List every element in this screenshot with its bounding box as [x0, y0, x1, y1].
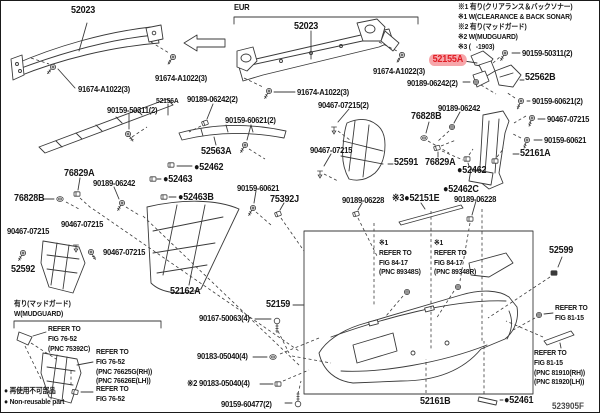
- bumper-cover-52159-drawing[interactable]: [318, 252, 518, 384]
- part-label-52599[interactable]: 52599: [549, 245, 574, 256]
- part-label-90183-05040-4[interactable]: 90183-05040(4): [197, 351, 248, 361]
- part-label-90467-07215-2[interactable]: 90467-07215(2): [318, 100, 369, 110]
- part-label-75392J[interactable]: 75392J: [270, 194, 299, 205]
- part-label-90159-60621-2-right[interactable]: 90159-60621(2): [532, 96, 583, 106]
- note-refer-fig76-52-c: REFER TO FIG 76-52: [96, 384, 129, 403]
- part-label-90189-06228-right[interactable]: 90189-06228: [454, 194, 497, 204]
- part-label-90189-06242-right[interactable]: 90189-06242: [438, 103, 481, 113]
- strip-parts-drawing[interactable]: [477, 330, 575, 406]
- part-label-90467-07215-mid[interactable]: 90467-07215: [310, 145, 353, 155]
- frames: [13, 16, 534, 395]
- part-label-52562B[interactable]: 52562B: [525, 72, 556, 83]
- part-label-91674-d[interactable]: 91674-A1022(3): [373, 66, 425, 76]
- part-label-91674-a[interactable]: 91674-A1022(3): [155, 73, 207, 83]
- legend-nonreusable-jp: ● 再使用不可部品: [4, 386, 56, 395]
- note-refer-fig76-52-a: REFER TO FIG 76-52 (PNC 75392C): [48, 324, 91, 353]
- legend-line-3: ※2 有り(マッドガード): [458, 22, 527, 31]
- part-label-90159-50311-right[interactable]: 90159-50311(2): [522, 48, 573, 58]
- part-label-52463B[interactable]: ●52463B: [178, 192, 214, 203]
- note-refer-fig84-17-s: ※1 REFER TO FIG 84-17 (PNC 89348S): [379, 238, 421, 277]
- mudguard-box-part-drawing[interactable]: [16, 331, 82, 404]
- moulding-52151E-drawing[interactable]: [398, 204, 464, 226]
- legend-line-5: ※3 ( -1903): [458, 42, 495, 51]
- legend-nonreusable-en: ● Non-reusable part: [4, 397, 65, 406]
- part-label-52162A[interactable]: 52162A: [170, 286, 201, 297]
- part-label-90467-07215-a[interactable]: 90467-07215: [61, 219, 104, 229]
- part-label-90189-06242-2-left[interactable]: 90189-06242(2): [187, 94, 238, 104]
- part-label-90467-07215-c[interactable]: 90467-07215: [103, 247, 146, 257]
- side-panel-52162A-drawing[interactable]: [146, 200, 240, 294]
- mudguard-title-jp: 有り(マッドガード): [14, 299, 71, 308]
- part-label-90159-60621-2-left[interactable]: 90159-60621(2): [225, 115, 276, 125]
- part-label-90159-60477[interactable]: 90159-60477(2): [221, 399, 272, 409]
- part-label-91674-c[interactable]: 91674-A1022(3): [297, 87, 349, 97]
- mudguard-52592-drawing[interactable]: [40, 240, 86, 294]
- solid-leader-lines: [32, 22, 563, 404]
- part-label-90189-06228-left[interactable]: 90189-06228: [342, 195, 385, 205]
- part-label-52591[interactable]: 52591: [394, 157, 419, 168]
- eur-variant-tag: EUR: [234, 2, 250, 12]
- part-label-52161A[interactable]: 52161A: [520, 148, 551, 159]
- part-label-52463[interactable]: ●52463: [163, 174, 193, 185]
- part-label-90159-60621-right[interactable]: 90159-60621: [544, 135, 587, 145]
- retainer-52156A-drawing[interactable]: [38, 98, 174, 154]
- part-label-76828B-left[interactable]: 76828B: [14, 193, 45, 204]
- part-label-52462-right[interactable]: ●52462: [457, 165, 487, 176]
- legend-line-4: ※2 W(MUDGUARD): [458, 32, 518, 41]
- part-label-76829A-right[interactable]: 76829A: [425, 157, 456, 168]
- dashed-leader-lines: [24, 41, 551, 395]
- part-label-52462C[interactable]: ●52462C: [443, 184, 479, 195]
- part-label-52161B[interactable]: 52161B: [420, 396, 451, 407]
- part-label-52462-left[interactable]: ●52462: [194, 162, 224, 173]
- bracket-52562B-drawing[interactable]: [494, 64, 522, 88]
- part-label-90183-05040-note2[interactable]: ※2 90183-05040(4): [187, 378, 250, 388]
- part-label-52155A-highlighted[interactable]: 52155A: [429, 54, 467, 67]
- diagram-code: 523905F: [552, 401, 584, 411]
- part-label-52592[interactable]: 52592: [11, 264, 36, 275]
- bracket-52161A-drawing[interactable]: [468, 110, 510, 190]
- part-label-90167-50063[interactable]: 90167-50063(4): [199, 313, 250, 323]
- part-label-90189-06242-2-right[interactable]: 90189-06242(2): [407, 78, 458, 88]
- mudguard-title-en: W(MUDGUARD): [14, 309, 64, 318]
- part-label-90159-60621-mid[interactable]: 90159-60621: [237, 183, 280, 193]
- bracket-52591-drawing[interactable]: [340, 119, 386, 181]
- note-refer-fig84-17-r: ※1 REFER TO FIG 84-17 (PNC 89348R): [434, 238, 477, 277]
- part-label-52461[interactable]: ●52461: [504, 395, 534, 406]
- part-label-90467-07215-b[interactable]: 90467-07215: [7, 226, 50, 236]
- part-label-90159-50311-left[interactable]: 90159-50311(2): [107, 105, 158, 115]
- part-label-52156A[interactable]: 52156A: [156, 96, 179, 105]
- part-label-90467-07215-right[interactable]: 90467-07215: [547, 114, 590, 124]
- part-label-90189-06242-left[interactable]: 90189-06242: [93, 178, 136, 188]
- rear-bumper-reinforcement-eur-drawing[interactable]: [236, 18, 400, 82]
- part-label-52151E[interactable]: ※3●52151E: [392, 193, 440, 204]
- rear-bumper-reinforcement-left-drawing[interactable]: [10, 24, 164, 81]
- part-label-52563A[interactable]: 52563A: [201, 146, 232, 157]
- part-label-76829A-left[interactable]: 76829A: [64, 168, 95, 179]
- legend-line-1: ※1 有り(クリアランス＆バックソナー): [458, 2, 573, 11]
- part-label-52023-left[interactable]: 52023: [71, 5, 96, 16]
- part-label-91674-b[interactable]: 91674-A1022(3): [78, 84, 130, 94]
- part-label-52159[interactable]: 52159: [266, 299, 291, 310]
- note-refer-fig81-15-bottom: REFER TO FIG 81-15 (PNC 81910(RH)) (PNC …: [534, 348, 585, 387]
- part-label-76828B-right[interactable]: 76828B: [411, 111, 442, 122]
- legend-line-2: ※1 W(CLEARANCE & BACK SONAR): [458, 12, 572, 21]
- retainer-52563A-drawing[interactable]: [178, 124, 287, 141]
- note-refer-fig81-15-top: REFER TO FIG 81-15: [555, 303, 588, 322]
- part-label-52023-eur[interactable]: 52023: [294, 21, 319, 32]
- note-refer-fig76-52-b: REFER TO FIG 76-52 (PNC 76625G(RH)) (PNC…: [96, 347, 153, 386]
- direction-arrow: [183, 34, 226, 52]
